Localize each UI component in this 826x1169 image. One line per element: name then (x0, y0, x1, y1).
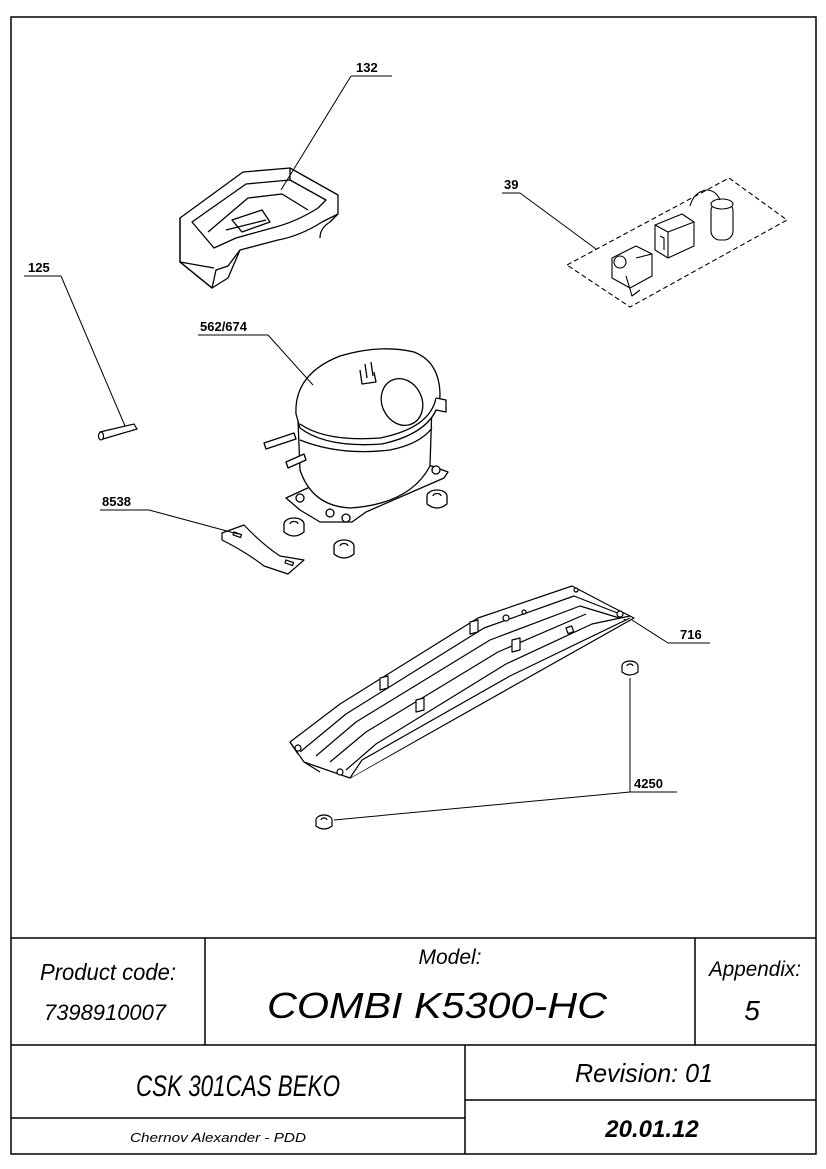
leader-132 (280, 75, 352, 191)
leader-562-674 (267, 334, 314, 386)
product-code-value: 7398910007 (44, 1000, 167, 1025)
callout-132: 132 (356, 60, 378, 75)
callout-716: 716 (680, 627, 702, 642)
drawing-border (10, 16, 817, 1155)
part-716-mounting-rails (289, 585, 635, 779)
author: Chernov Alexander - PDD (130, 1130, 306, 1145)
part-8538-bracket (221, 524, 305, 575)
leader-39 (519, 192, 597, 250)
revision: Revision: 01 (575, 1058, 713, 1088)
callout-4250: 4250 (634, 776, 663, 791)
callout-8538: 8538 (102, 494, 131, 509)
model-value: COMBI K5300-HC (267, 985, 608, 1026)
product-code-label: Product code: (40, 959, 176, 985)
appendix-value: 5 (744, 995, 760, 1026)
part-562-674-compressor (263, 348, 449, 559)
callout-39: 39 (504, 177, 518, 192)
callout-562-674: 562/674 (200, 319, 248, 334)
part-4250-grommets (315, 660, 639, 830)
leader-125 (60, 275, 126, 427)
callout-125: 125 (28, 260, 50, 275)
part-39-relay-kit (566, 177, 788, 308)
appendix-label: Appendix: (707, 958, 801, 981)
product-name: CSK 301CAS BEKO (136, 1070, 340, 1103)
part-132-drip-tray (179, 167, 339, 289)
leader-716 (631, 619, 669, 644)
leader-8538 (148, 509, 239, 535)
leader-4250-b (333, 791, 631, 821)
title-block (11, 937, 816, 1154)
part-125-pin (97, 423, 138, 441)
model-label: Model: (418, 946, 481, 969)
revision-date: 20.01.12 (604, 1116, 699, 1143)
